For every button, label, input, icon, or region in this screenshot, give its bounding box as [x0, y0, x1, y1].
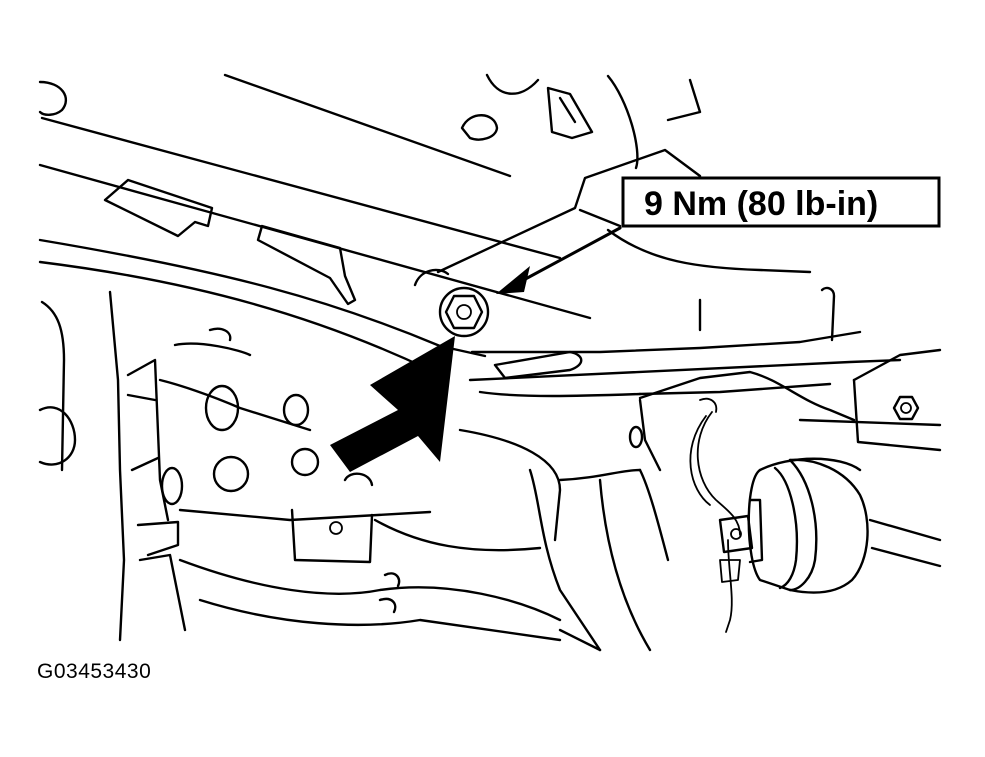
hex-bolt-icon [413, 268, 490, 338]
left-frame-member [38, 290, 542, 642]
sensor-cable [689, 397, 754, 633]
leader-arrow-icon [496, 226, 622, 294]
upper-body-structure [38, 73, 702, 372]
hex-bolt-icon [892, 395, 920, 421]
exhaust-pipe [178, 398, 670, 652]
torque-callout-text: 9 Nm (80 lb-in) [644, 185, 878, 223]
right-bracket [638, 348, 942, 452]
figure-id: G03453430 [37, 660, 152, 683]
torque-callout: 9 Nm (80 lb-in) [621, 176, 941, 228]
large-black-arrow-icon [330, 336, 455, 472]
canister [747, 457, 942, 594]
